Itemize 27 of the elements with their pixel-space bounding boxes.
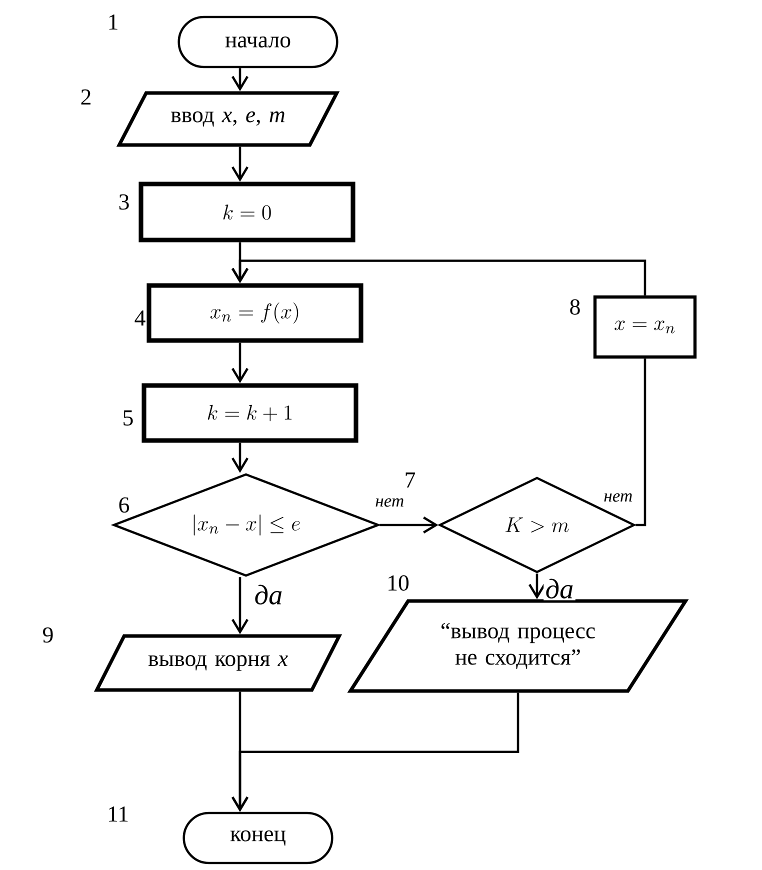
arrow xyxy=(232,68,248,92)
step-number: 10 xyxy=(388,575,409,591)
step-number: 11 xyxy=(109,806,128,822)
process-box: $x_n = f(x)$ xyxy=(146,283,364,343)
arrow xyxy=(232,442,248,473)
arrow xyxy=(232,260,646,296)
process-box: $x = x_n$ xyxy=(593,295,697,359)
arrow xyxy=(232,692,520,812)
edge-label: да xyxy=(544,576,576,600)
step-number: 8 xyxy=(570,299,580,315)
step-number: 3 xyxy=(119,194,129,210)
process-box: $k = 0$ xyxy=(138,182,356,242)
arrow xyxy=(528,574,546,600)
step-number: 1 xyxy=(109,14,118,30)
arrow xyxy=(232,577,248,634)
edge-label: нет xyxy=(602,492,634,504)
step-number: 5 xyxy=(124,410,133,426)
step-number: 6 xyxy=(119,497,130,513)
step-number: 9 xyxy=(43,627,53,643)
edge-label: да xyxy=(252,582,284,606)
step-number: 4 xyxy=(134,310,146,326)
process-box: $k = k + 1$ xyxy=(142,383,358,443)
arrow xyxy=(380,516,438,534)
step-number: 7 xyxy=(406,472,416,488)
step-number: 2 xyxy=(81,89,90,105)
arrow xyxy=(232,146,248,182)
arrow xyxy=(232,342,248,384)
